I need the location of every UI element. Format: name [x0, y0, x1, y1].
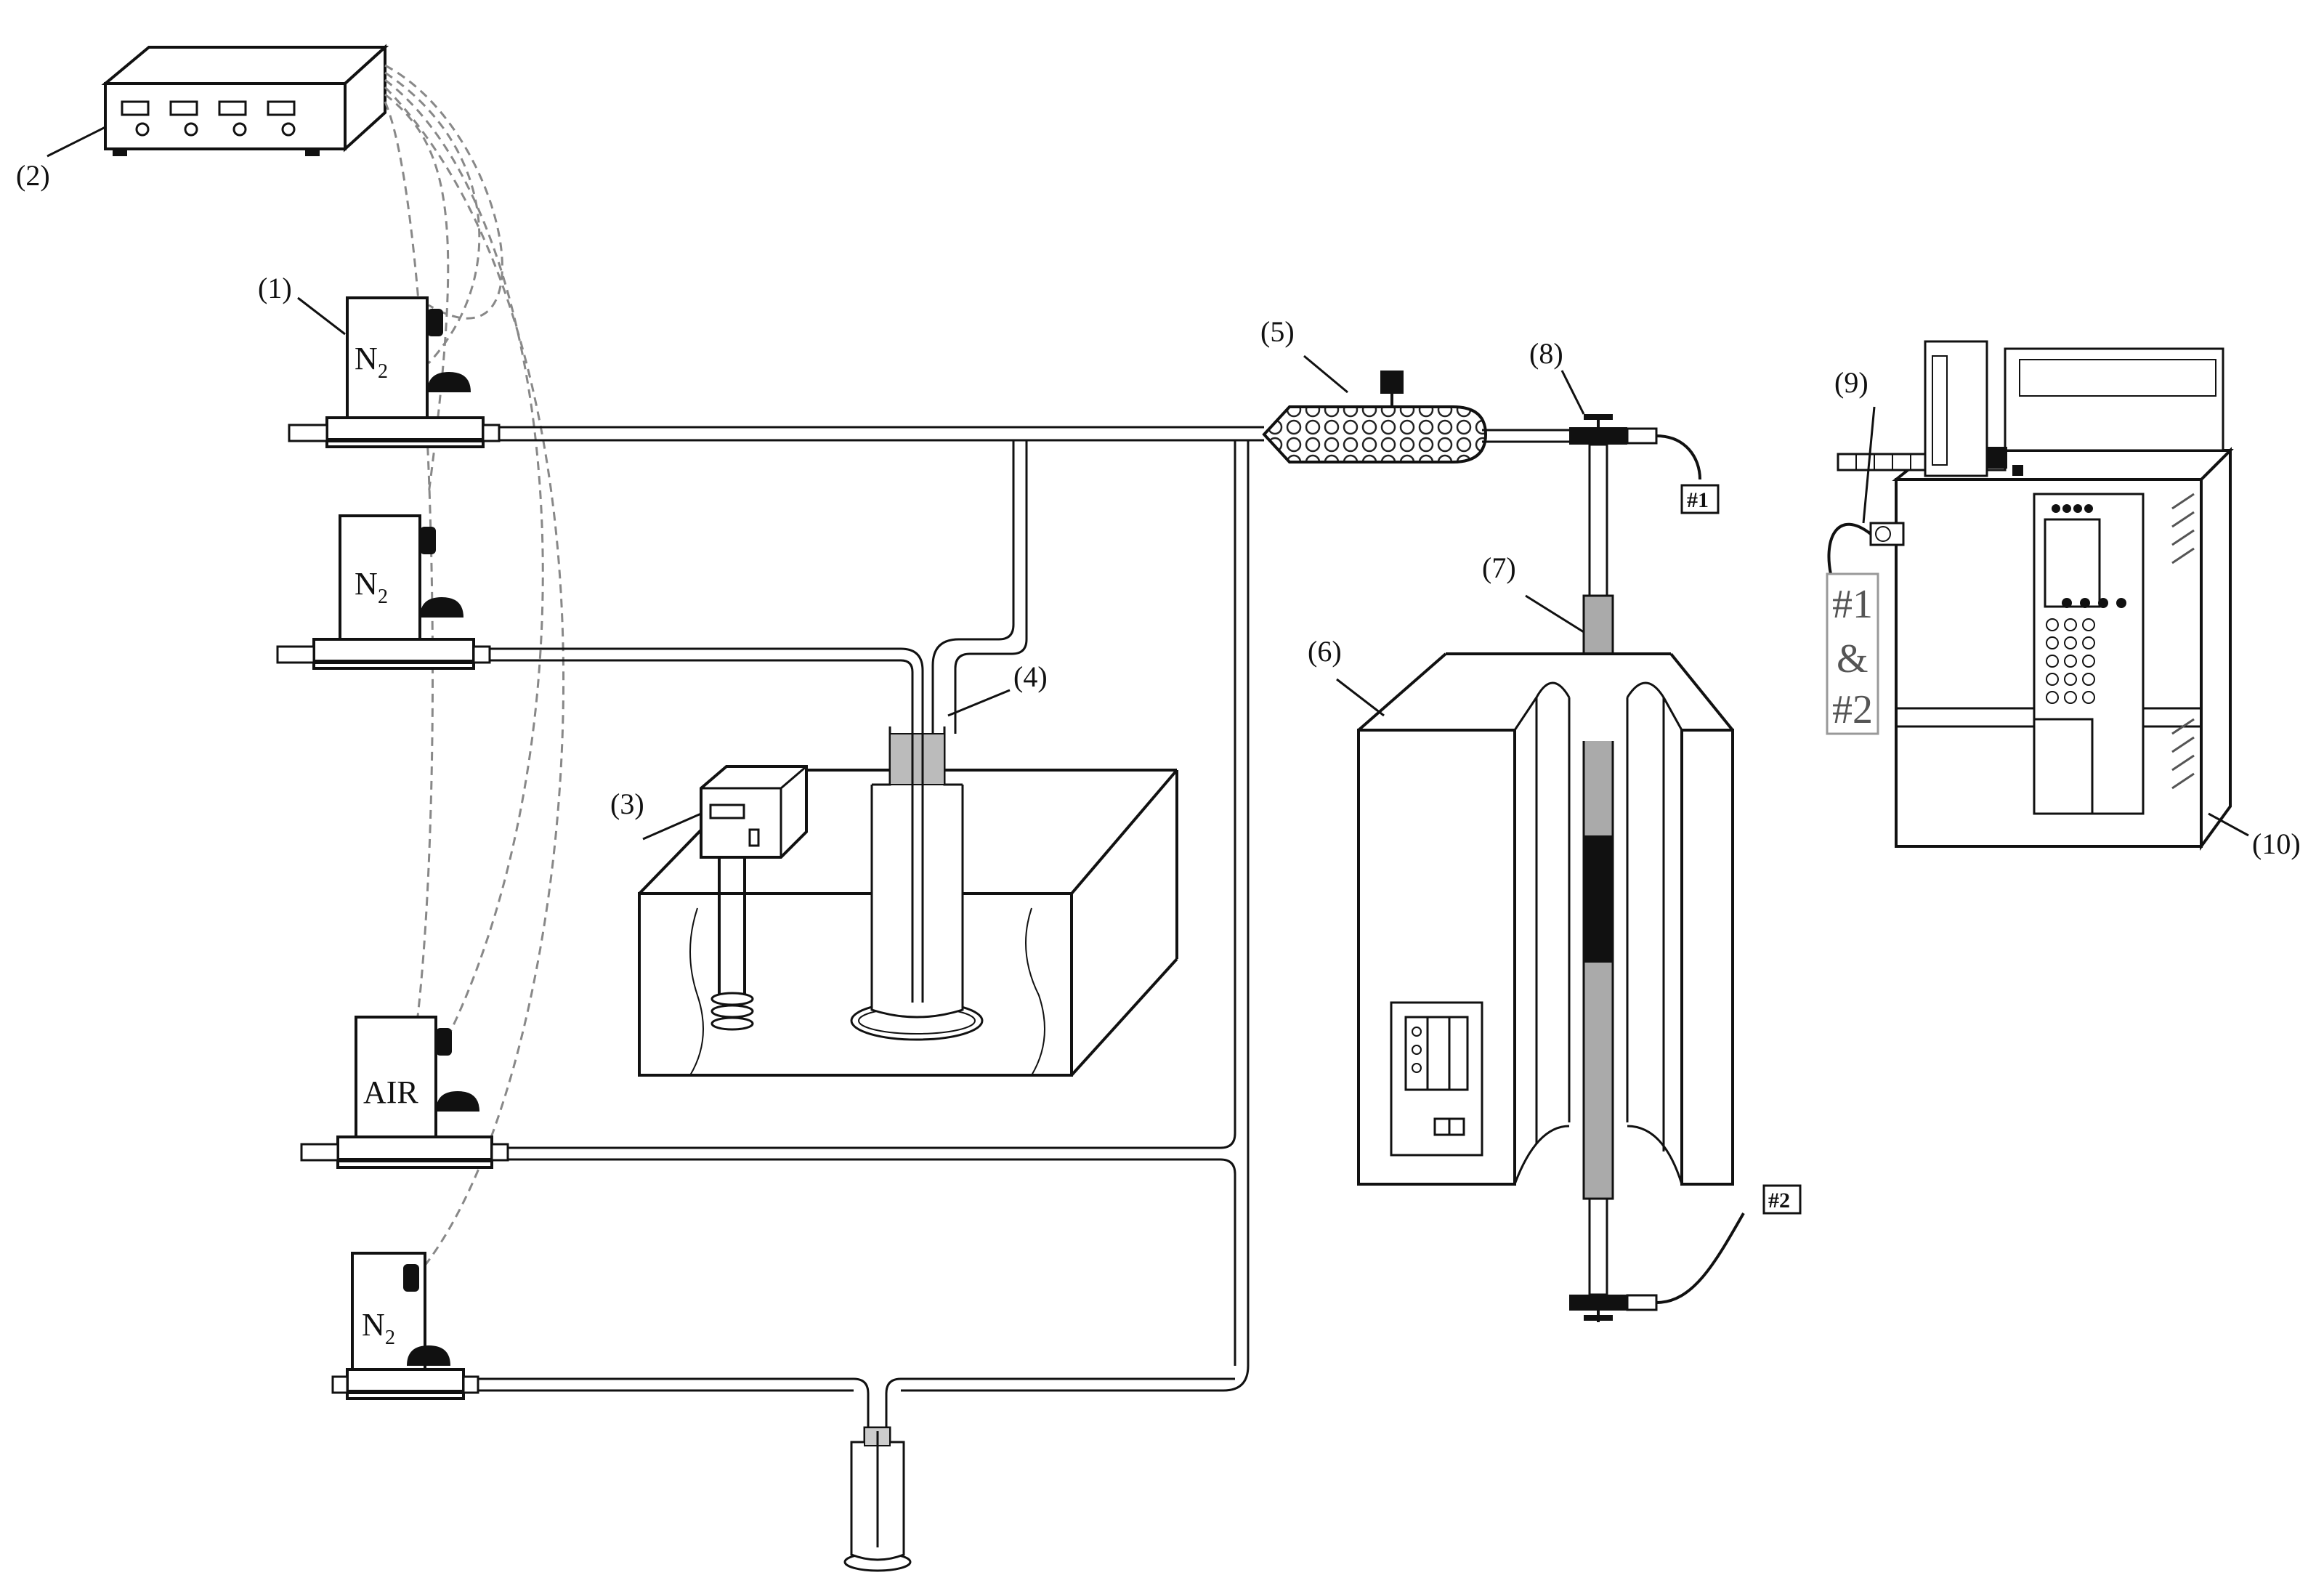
mass-flow-controller-air: AIR	[300, 1016, 509, 1169]
label-1: (1)	[258, 272, 292, 304]
gc-inlet-tag: #1 & #2	[1826, 572, 1879, 735]
label-5: (5)	[1260, 315, 1295, 348]
sample-port-1: #1	[1680, 484, 1720, 514]
sampling-valve	[1827, 340, 2023, 575]
three-way-valve-top	[1569, 414, 1701, 480]
immersion-heater	[700, 765, 808, 1031]
mfc4-sub: 2	[385, 1327, 395, 1349]
label-3: (3)	[610, 788, 644, 820]
gas-tubing	[478, 426, 1569, 1431]
mfc2-gas: N	[355, 566, 378, 602]
bubbler-bottle	[843, 1426, 912, 1572]
mfc3-gas: AIR	[363, 1074, 418, 1110]
mfc1-sub: 2	[378, 360, 388, 383]
flow-controller-unit	[101, 44, 389, 156]
label-2: (2)	[16, 159, 50, 192]
sample-port-1-label: #1	[1687, 488, 1709, 512]
label-4: (4)	[1013, 660, 1048, 693]
label-7: (7)	[1482, 551, 1516, 584]
gas-chromatograph	[1892, 347, 2252, 851]
mass-flow-controller-4: N 2	[331, 1252, 479, 1400]
mfc1-gas: N	[355, 341, 378, 376]
mass-flow-controller-1: N 2	[288, 296, 501, 448]
tube-furnace	[1357, 652, 1734, 1186]
gc-tag-line1: #1	[1832, 582, 1873, 627]
gas-mixer	[1262, 371, 1488, 463]
gc-tag-line2: &	[1837, 636, 1868, 681]
label-10: (10)	[2252, 827, 2301, 860]
gc-tag-line3: #2	[1832, 687, 1873, 732]
sample-port-2: #2	[1762, 1184, 1802, 1215]
component-labels: (1) (2) (3) (4) (5) (6) (7) (8) (9) (10)	[16, 159, 2301, 860]
sample-port-2-label: #2	[1768, 1189, 1790, 1213]
mfc2-sub: 2	[378, 586, 388, 608]
label-6: (6)	[1308, 635, 1342, 668]
label-8: (8)	[1529, 337, 1563, 370]
saturator-bottle	[850, 697, 984, 1041]
mass-flow-controller-2: N 2	[276, 514, 491, 670]
label-9: (9)	[1834, 366, 1868, 399]
mfc4-gas: N	[362, 1307, 385, 1343]
leader-lines	[46, 126, 2249, 841]
